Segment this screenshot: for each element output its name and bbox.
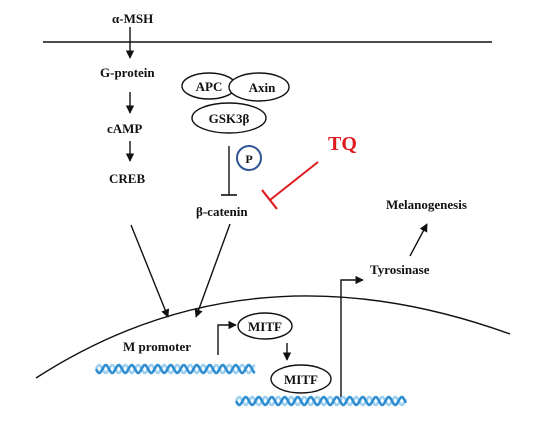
promoter-transcription-arrow bbox=[217, 320, 237, 355]
creb-to-promoter-arrow bbox=[130, 224, 170, 318]
gsk3b-label: GSK3β bbox=[209, 111, 250, 126]
mitf-protein-label: MITF bbox=[284, 372, 318, 387]
alpha-msh-label: α-MSH bbox=[112, 11, 153, 26]
mitf-to-tyrosinase-arrow bbox=[340, 275, 364, 398]
gsk3b-oval bbox=[191, 102, 267, 134]
tq-inhibition-tee bbox=[261, 189, 278, 210]
beta-catenin-to-promoter-arrow bbox=[194, 223, 231, 318]
axin-oval bbox=[228, 72, 290, 102]
beta-catenin-label: β-catenin bbox=[196, 204, 248, 219]
g-protein-label: G-protein bbox=[100, 65, 155, 80]
mitf-protein-oval bbox=[270, 364, 332, 394]
phospho-circle bbox=[236, 145, 262, 171]
dna-helix-tyrosinase bbox=[234, 395, 408, 407]
dna-strand-front bbox=[94, 363, 256, 375]
melanogenesis-label: Melanogenesis bbox=[386, 197, 467, 212]
creb-label: CREB bbox=[109, 171, 145, 186]
m-promoter-label: M promoter bbox=[123, 339, 191, 354]
mitf-transcript-oval bbox=[237, 312, 293, 340]
axin-label: Axin bbox=[249, 80, 277, 95]
tyrosinase-label: Tyrosinase bbox=[370, 262, 430, 277]
mitf-transcript-label: MITF bbox=[248, 319, 282, 334]
tyrosinase-to-melanogenesis-arrow bbox=[409, 223, 428, 257]
dna-helix-promoter bbox=[94, 363, 256, 375]
dna-strand-front bbox=[234, 395, 408, 407]
tq-inhibition-line bbox=[269, 161, 319, 201]
apc-label: APC bbox=[196, 79, 223, 94]
phospho-label: P bbox=[245, 152, 252, 166]
tq-label: TQ bbox=[328, 133, 357, 155]
camp-label: cAMP bbox=[107, 121, 142, 136]
nuclear-envelope bbox=[35, 295, 511, 379]
